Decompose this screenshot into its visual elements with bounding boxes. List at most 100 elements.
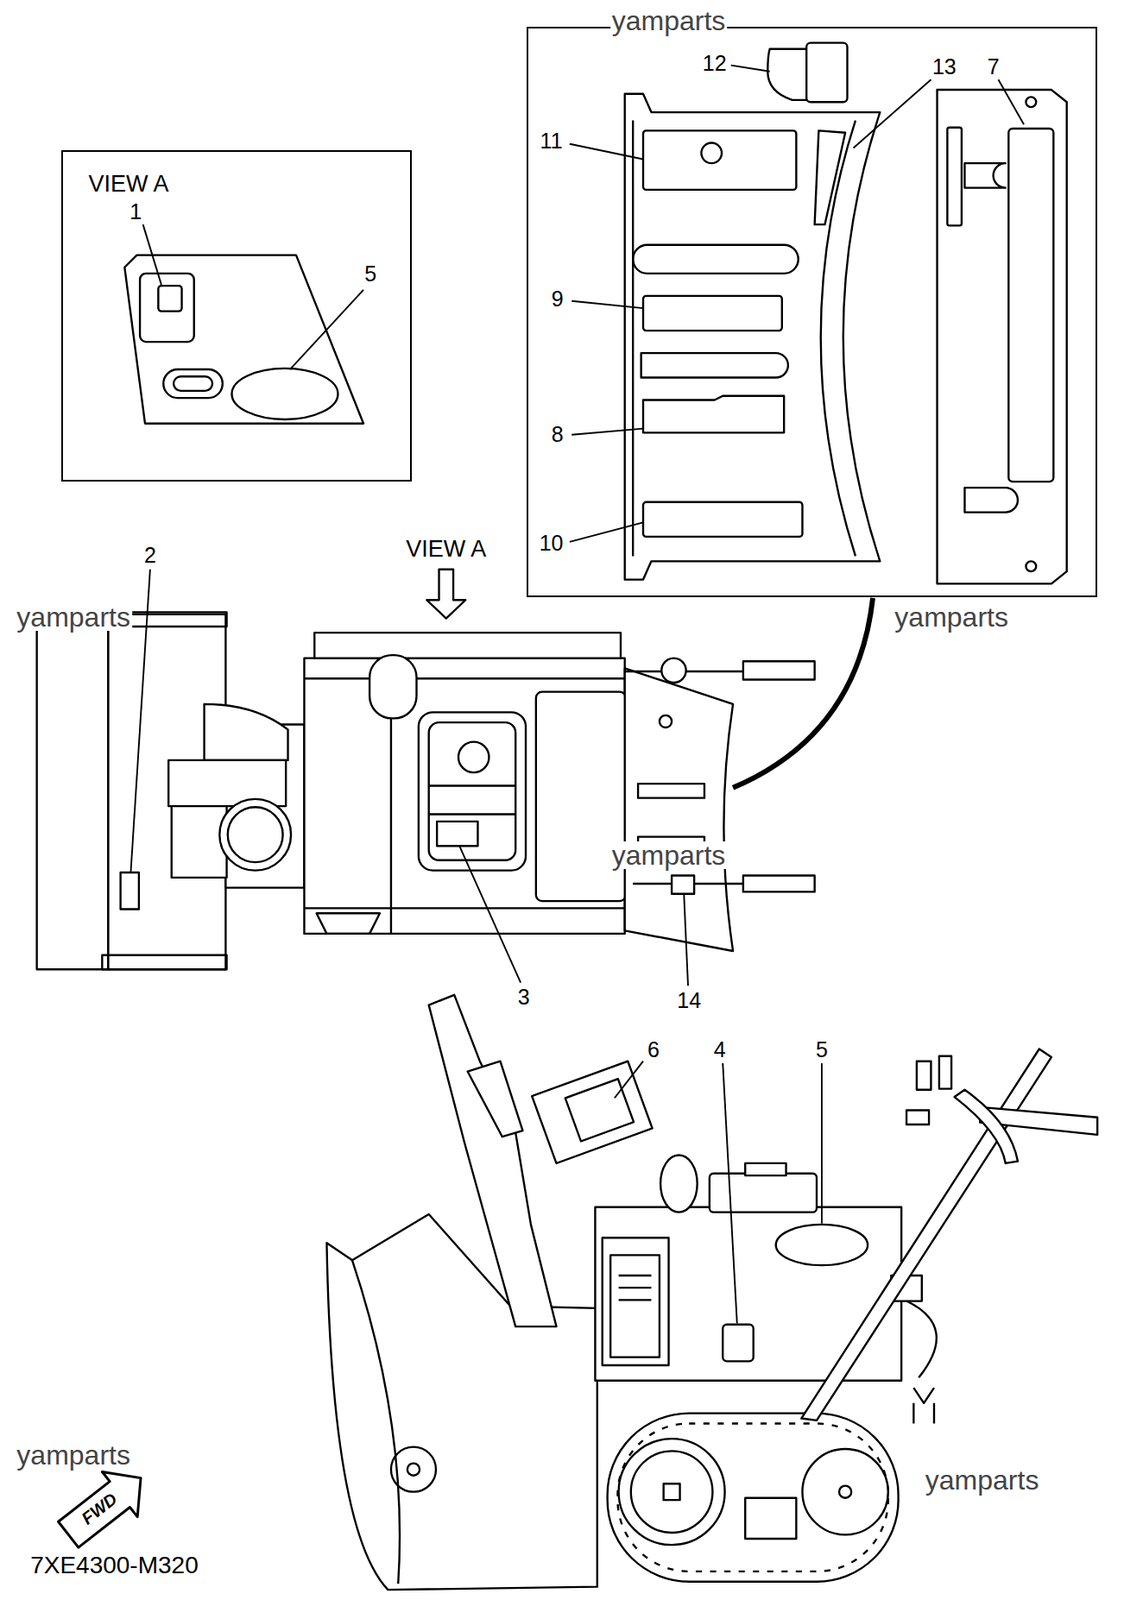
- top-view: [37, 617, 109, 970]
- drawing-code: 7XE4300-M320: [28, 1553, 201, 1579]
- control-panel: [700, 143, 722, 165]
- machine-view: [906, 1301, 937, 1379]
- top-view: [101, 955, 227, 971]
- callout-number: 9: [549, 288, 566, 310]
- machine-view: [801, 1049, 1052, 1421]
- view-a-panel: [157, 285, 182, 312]
- top-view: [458, 742, 489, 773]
- watermark: yamparts: [610, 6, 728, 35]
- control-panel: [631, 120, 634, 557]
- top-view: [227, 807, 284, 863]
- leader-line: [722, 1063, 738, 1325]
- control-panel: [643, 502, 802, 537]
- side-panel: [947, 127, 962, 227]
- machine-view: [391, 1447, 436, 1493]
- top-view: [37, 612, 815, 970]
- control-panel: [820, 120, 856, 557]
- top-view: [536, 692, 626, 902]
- watermark: yamparts: [610, 841, 728, 870]
- view-a-panel: [163, 369, 223, 398]
- machine-view: [531, 1061, 652, 1164]
- machine-view: [607, 1414, 899, 1583]
- leader-line: [997, 79, 1024, 125]
- control-panel: [806, 43, 847, 103]
- machine-view: [776, 1225, 868, 1266]
- leader-line: [571, 429, 644, 436]
- top-view: [204, 704, 289, 761]
- control-panel: [625, 43, 881, 581]
- top-view: [429, 722, 517, 861]
- top-view: [743, 875, 815, 892]
- view-a-panel: [231, 368, 338, 420]
- top-view: [671, 875, 695, 894]
- machine-view: [839, 1486, 852, 1499]
- callout-number: 8: [549, 423, 566, 445]
- leader-line: [569, 522, 644, 542]
- side-panel: [1008, 128, 1054, 482]
- side-panel: [964, 487, 1017, 512]
- machine-view: [618, 1275, 652, 1301]
- top-view: [661, 658, 686, 683]
- machine-view: [939, 1056, 952, 1090]
- leader-line: [853, 79, 932, 148]
- machine-view: [745, 1163, 786, 1176]
- machine-view: [631, 1451, 714, 1534]
- leader-line: [143, 224, 162, 285]
- side-panel: [937, 89, 1068, 584]
- top-view: [171, 806, 228, 878]
- machine-view: [326, 1214, 597, 1591]
- machine-view: [602, 1237, 670, 1366]
- leader-line: [290, 290, 364, 370]
- callout-number: 10: [537, 532, 566, 555]
- callout-number: 5: [362, 262, 379, 285]
- machine-view: [531, 1061, 652, 1164]
- fwd-arrow: [50, 1456, 159, 1559]
- machine-view: [663, 1483, 681, 1501]
- view-label: VIEW A: [86, 171, 171, 196]
- control-panel: [643, 296, 783, 331]
- machine-view: [906, 1110, 929, 1125]
- top-view: [429, 785, 517, 815]
- callout-number: 6: [645, 1038, 662, 1061]
- side-panel: [1025, 96, 1036, 108]
- callout-number: 14: [675, 989, 703, 1011]
- view-a-panel: [139, 273, 195, 342]
- machine-view: [709, 1174, 817, 1213]
- view-label: VIEW A: [404, 537, 488, 562]
- machine-view: [326, 995, 1098, 1591]
- callout-number: 4: [712, 1038, 728, 1061]
- control-panel: [643, 130, 796, 190]
- watermark: yamparts: [923, 1466, 1042, 1495]
- top-view: [168, 760, 286, 807]
- callout-number: 7: [985, 55, 1002, 77]
- machine-view: [801, 1449, 888, 1535]
- control-panel: [814, 130, 846, 225]
- leader-line: [130, 65, 1024, 1325]
- leader-line: [614, 1061, 644, 1099]
- leader-line: [683, 895, 689, 986]
- view-frame: 12137119810: [526, 26, 1098, 598]
- side-panel: [937, 89, 1068, 584]
- machine-view: [407, 1464, 420, 1477]
- watermark: yamparts: [892, 603, 1011, 632]
- top-view: [743, 661, 815, 680]
- leader-line: [569, 144, 644, 160]
- machine-view: [618, 1439, 726, 1546]
- callout-number: 12: [700, 52, 729, 75]
- machine-view: [913, 1388, 935, 1424]
- leader-line: [731, 65, 771, 72]
- callout-number: 2: [142, 544, 158, 567]
- machine-view: [429, 995, 557, 1327]
- callout-number: 5: [814, 1038, 830, 1061]
- machine-view: [467, 1061, 524, 1137]
- top-view: [418, 712, 526, 871]
- top-view: [316, 913, 380, 935]
- machine-view: [954, 1090, 1018, 1164]
- side-panel: [964, 163, 1005, 188]
- leader-line: [130, 569, 150, 873]
- view-a-panel: [173, 376, 213, 392]
- control-panel: [625, 94, 881, 581]
- watermark: yamparts: [14, 1441, 133, 1470]
